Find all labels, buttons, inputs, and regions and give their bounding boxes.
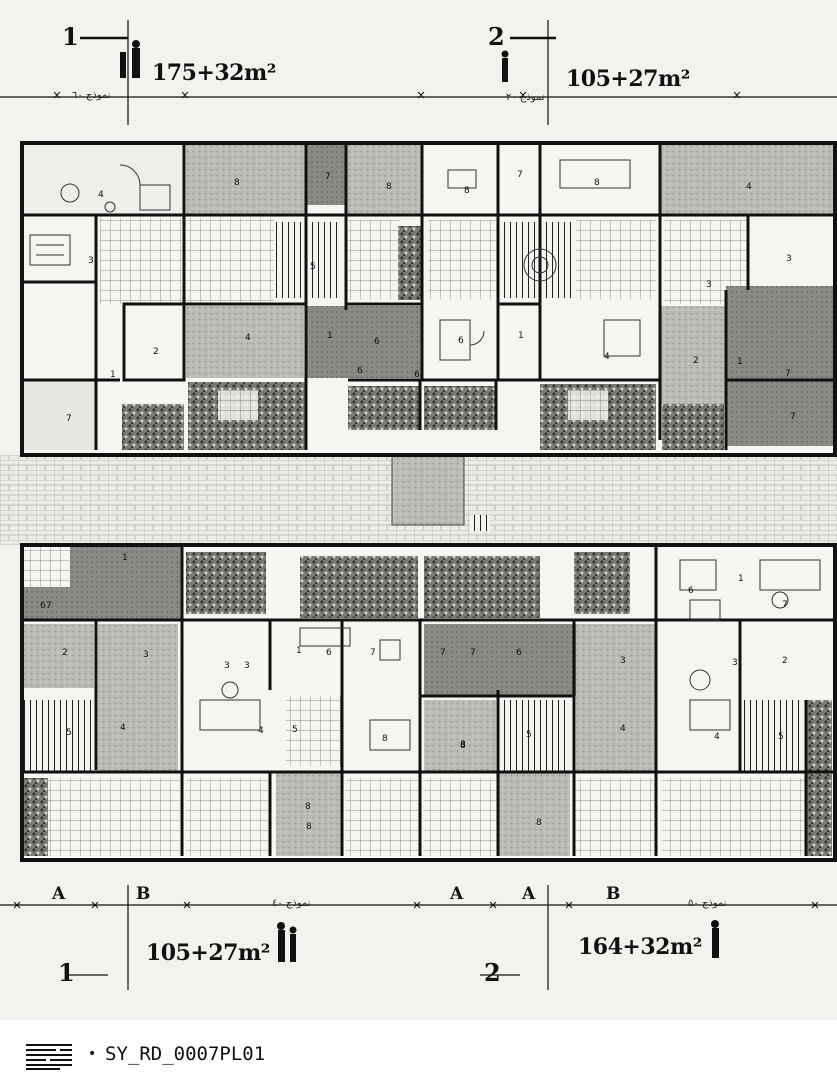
top-room-label: 7 [325,172,331,182]
top-room-label: 2 [153,347,159,357]
architectural-drawing-sheet: 1 175+32m² نموذج ٦٠ 2 105+27m² نموذج ٢٠ … [0,20,837,990]
bottom-room-label: 4 [258,726,264,736]
bottom-left-unit-number: 1 [58,958,75,987]
bottom-room-label: 8 [305,802,311,812]
top-room-label: 7 [785,369,791,379]
bottom-room-label: 1 [738,574,744,584]
bottom-room-label: 3 [143,650,149,660]
top-room-label: 8 [464,186,470,196]
bottom-room-label: 7 [782,600,788,610]
bottom-room-label: 3 [224,661,230,671]
top-left-unit-number: 1 [62,22,79,51]
bottom-room-label: 5 [778,732,784,742]
top-room-label: 6 [414,370,420,380]
bottom-room-label: 6 [516,648,522,658]
top-room-label: 3 [706,280,712,290]
top-right-area-label: 105+27m² [566,66,690,92]
bottom-room-label: 7 [46,601,52,611]
bottom-room-label: 5 [526,730,532,740]
bottom-left-area-label: 105+27m² [146,940,270,966]
bottom-room-label: 2 [782,656,788,666]
bottom-room-label: 7 [370,648,376,658]
top-room-label: 4 [98,190,104,200]
top-room-label: 8 [594,178,600,188]
bottom-room-label: 1 [296,646,302,656]
bottom-room-label: 6 [326,648,332,658]
bottom-room-label: 8 [306,822,312,832]
bottom-room-label: 7 [440,648,446,658]
archive-footer [0,1020,837,1080]
top-left-area-label: 175+32m² [152,60,276,86]
top-room-label: 8 [234,178,240,188]
bottom-room-label: 4 [620,724,626,734]
top-room-label: 7 [790,412,796,422]
axis-label-b1: B [136,884,151,904]
axis-label-a2: A [450,884,464,904]
axis-label-a1: A [52,884,66,904]
bottom-room-label: 6 [40,601,46,611]
top-room-label: 3 [786,254,792,264]
bottom-room-label: 5 [292,725,298,735]
top-room-label: 1 [327,331,333,341]
document-id: SY_RD_0007PL01 [105,1043,266,1065]
top-room-label: 1 [518,331,524,341]
archive-logo-icon [26,1044,72,1070]
axis-label-a3: A [522,884,536,904]
top-room-label: 4 [604,352,610,362]
bottom-right-arabic-label: نموذج ٥٠ [688,898,727,909]
top-room-label: 6 [374,337,380,347]
bottom-room-label: 4 [120,723,126,733]
bottom-room-label: 3 [732,658,738,668]
bottom-room-label: 2 [62,648,68,658]
bottom-room-label: 8 [460,740,466,750]
bottom-room-label: 5 [66,728,72,738]
bottom-room-label: 6 [688,586,694,596]
bottom-room-label: 3 [244,661,250,671]
bottom-room-label: 8 [460,741,466,751]
bottom-room-label: 8 [536,818,542,828]
top-room-label: 4 [746,182,752,192]
bottom-room-label: 8 [382,734,388,744]
top-room-label: 3 [88,256,94,266]
bottom-right-unit-number: 2 [484,958,501,987]
bottom-right-area-label: 164+32m² [578,934,702,960]
axis-label-b2: B [606,884,621,904]
top-room-label: 7 [517,170,523,180]
bottom-left-arabic-label: نموذج ٤٠ [272,898,311,909]
bottom-room-label: 4 [714,732,720,742]
top-room-label: 7 [66,414,72,424]
bottom-room-label: 1 [122,553,128,563]
footer-bullet: • [88,1046,97,1062]
top-room-label: 6 [357,366,363,376]
top-room-label: 8 [386,182,392,192]
bottom-room-label: 3 [620,656,626,666]
top-room-label: 2 [693,356,699,366]
floor-plan-drawing [0,20,837,990]
top-right-unit-number: 2 [488,22,505,51]
top-room-label: 6 [458,336,464,346]
top-left-arabic-label: نموذج ٦٠ [72,90,111,101]
top-room-label: 5 [310,262,316,272]
top-room-label: 1 [110,370,116,380]
top-room-label: 1 [737,357,743,367]
top-right-arabic-label: نموذج ٢٠ [506,92,545,103]
bottom-room-label: 7 [470,648,476,658]
top-room-label: 4 [245,333,251,343]
